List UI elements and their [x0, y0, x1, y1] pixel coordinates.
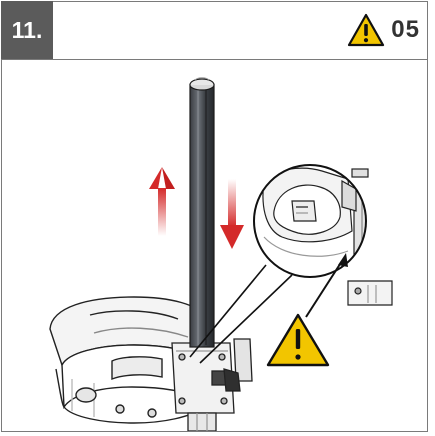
- arrow-up-icon: [149, 167, 175, 236]
- warning-triangle-icon: [348, 13, 385, 47]
- warning-reference: 05: [347, 12, 420, 48]
- step-number-badge: 11.: [1, 1, 53, 59]
- pointer-arrow: [305, 253, 348, 318]
- step-header: 11. 05: [1, 1, 428, 60]
- assembly-illustration: [49, 77, 393, 431]
- magnified-detail: [253, 164, 367, 278]
- mounting-bracket: [171, 338, 253, 431]
- detail-leader-lines: [189, 264, 293, 364]
- step-number: 11.: [11, 16, 43, 43]
- clamp-knob: [211, 368, 241, 392]
- adjustable-pole: [189, 77, 215, 348]
- arrow-down-icon: [220, 179, 244, 249]
- slot-detail: [347, 168, 393, 306]
- step-frame: [1, 1, 428, 432]
- warning-code: 05: [391, 16, 420, 43]
- warning-triangle-icon: [266, 313, 330, 367]
